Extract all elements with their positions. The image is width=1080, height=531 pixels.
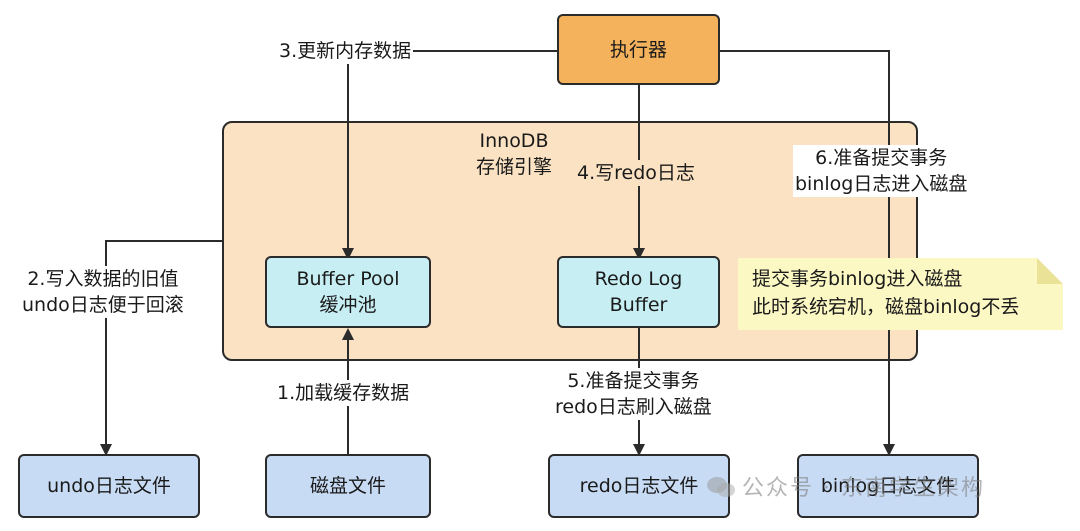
undo-log-file-box: undo日志文件 <box>18 454 200 518</box>
step4-label: 4.写redo日志 <box>575 160 697 186</box>
executor-label: 执行器 <box>609 38 667 61</box>
note-line2: 此时系统宕机，磁盘binlog不丢 <box>752 296 1020 318</box>
engine-title: InnoDB 存储引擎 <box>452 128 576 180</box>
step6-line1: 6.准备提交事务 <box>815 147 948 169</box>
disk-file-label: 磁盘文件 <box>309 475 386 497</box>
step5-line2: redo日志刷入磁盘 <box>555 396 712 418</box>
step2-line2: undo日志便于回滚 <box>22 294 184 316</box>
step5-line1: 5.准备提交事务 <box>567 370 700 392</box>
step1-label: 1.加载缓存数据 <box>275 380 412 406</box>
arrow-update-memory <box>342 50 557 260</box>
note-line1: 提交事务binlog进入磁盘 <box>752 268 963 290</box>
watermark: 公众号 · 东南学生架构 <box>742 476 985 501</box>
buffer-pool-box: Buffer Pool 缓冲池 <box>265 256 431 328</box>
disk-file-box: 磁盘文件 <box>265 454 431 518</box>
note-fold <box>1037 258 1063 284</box>
redo-log-buffer-line1: Redo Log <box>594 268 683 290</box>
step3-label: 3.更新内存数据 <box>277 38 414 64</box>
step5-label: 5.准备提交事务 redo日志刷入磁盘 <box>553 368 714 420</box>
redo-log-buffer-box: Redo Log Buffer <box>557 256 720 328</box>
step2-line1: 2.写入数据的旧值 <box>27 268 179 290</box>
binlog-file-box: binlog日志文件 <box>797 454 979 518</box>
binlog-file-label: binlog日志文件 <box>820 475 956 497</box>
step2-label: 2.写入数据的旧值 undo日志便于回滚 <box>20 266 186 318</box>
sticky-note: 提交事务binlog进入磁盘 此时系统宕机，磁盘binlog不丢 <box>738 258 1063 330</box>
executor-box: 执行器 <box>557 14 720 85</box>
redo-log-buffer-line2: Buffer <box>609 294 668 316</box>
step6-label: 6.准备提交事务 binlog日志进入磁盘 <box>793 145 970 197</box>
engine-title-line2: 存储引擎 <box>475 156 552 178</box>
step6-line2: binlog日志进入磁盘 <box>795 173 968 195</box>
engine-title-line1: InnoDB <box>479 130 549 152</box>
wechat-icon <box>707 477 735 497</box>
undo-log-file-label: undo日志文件 <box>47 475 171 497</box>
buffer-pool-line2: 缓冲池 <box>319 294 377 316</box>
redo-log-file-label: redo日志文件 <box>579 475 699 497</box>
arrow-binlog-to-disk <box>720 50 895 456</box>
redo-log-file-box: redo日志文件 <box>548 454 730 518</box>
arrow-write-undo <box>100 240 222 456</box>
buffer-pool-line1: Buffer Pool <box>296 268 400 290</box>
